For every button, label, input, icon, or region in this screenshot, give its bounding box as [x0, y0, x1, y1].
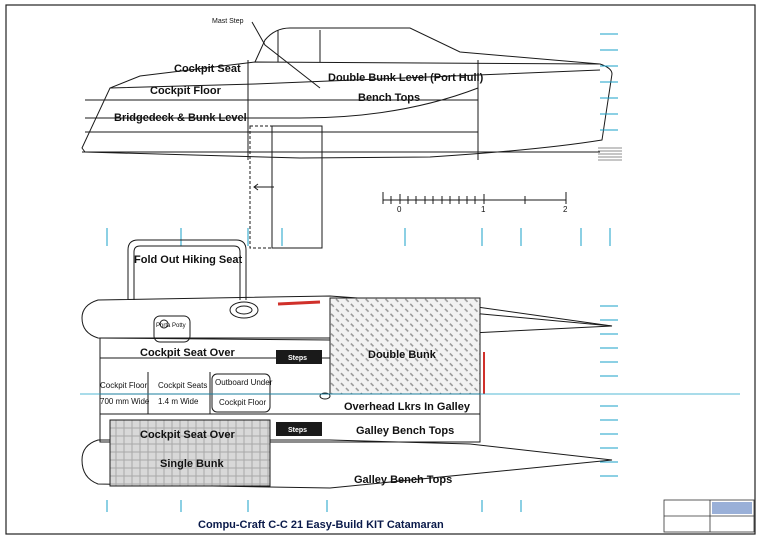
scale-tick-1: 1 [481, 205, 486, 214]
single-bunk-label: Single Bunk [160, 458, 224, 470]
porta-potty-label: Porta Potty [156, 323, 186, 329]
cockpit-seat-over-top-label: Cockpit Seat Over [140, 347, 235, 359]
double-bunk-level-label: Double Bunk Level (Port Hull) [328, 72, 484, 84]
scale-bar [382, 192, 567, 204]
hiking-seat-frame [127, 239, 247, 300]
plan-station-ticks [80, 305, 740, 477]
steps-top-label: Steps [288, 355, 307, 362]
hull-profile-outline [81, 61, 613, 159]
profile-view [81, 21, 622, 249]
overhead-lockers-label: Overhead Lkrs In Galley [344, 401, 471, 413]
single-bunk-area [109, 419, 271, 487]
steps-top-block [276, 350, 322, 364]
bridgedeck-bunk-level-label: Bridgedeck & Bunk Level [114, 112, 247, 124]
mast-step-line [251, 21, 321, 89]
plan-cockpit-floor-label: Cockpit Floor [100, 381, 147, 390]
red-mark-top [277, 300, 321, 306]
steps-bottom-label: Steps [288, 427, 307, 434]
cabin-top [254, 27, 601, 65]
drawing-title: Compu-Craft C-C 21 Easy-Build KIT Catama… [198, 519, 444, 531]
double-bunk-area [329, 297, 481, 395]
width-700-label: 700 mm Wide [100, 397, 150, 406]
waterline-hatch [598, 147, 622, 161]
outboard-cockpit-floor-label: Cockpit Floor [219, 398, 266, 407]
scale-tick-2: 2 [563, 205, 568, 214]
title-block-logo [712, 502, 752, 514]
upper-hull-plan [81, 295, 613, 341]
bunk-level-line [85, 87, 479, 119]
lower-hull-plan [81, 439, 613, 489]
sheer-line [109, 69, 601, 89]
bench-tops-label: Bench Tops [358, 92, 420, 104]
cockpit-seat-label: Cockpit Seat [174, 63, 241, 75]
porta-potty [153, 315, 191, 343]
title-block [663, 499, 755, 533]
outboard-under-label: Outboard Under [215, 378, 273, 387]
cockpit-floor-label: Cockpit Floor [150, 85, 222, 97]
steps-bottom-block [276, 422, 322, 436]
galley-bench-tops-2-label: Galley Bench Tops [354, 474, 452, 486]
deck-hatch [229, 301, 259, 319]
profile-station-ticks [600, 33, 618, 131]
station-markers-row [106, 228, 611, 246]
outboard-box [211, 373, 271, 413]
mast-step-label: Mast Step [212, 18, 244, 25]
scale-tick-0: 0 [397, 205, 402, 214]
cockpit-seats-label: Cockpit Seats [158, 381, 207, 390]
galley-bench-tops-1-label: Galley Bench Tops [356, 425, 454, 437]
sheet-border [5, 4, 756, 535]
double-bunk-label: Double Bunk [368, 349, 437, 361]
station-markers-bottom [106, 500, 522, 512]
fold-out-hiking-seat-label: Fold Out Hiking Seat [134, 254, 243, 266]
width-1-4-label: 1.4 m Wide [158, 397, 199, 406]
cockpit-seat-over-bottom-label: Cockpit Seat Over [140, 429, 235, 441]
